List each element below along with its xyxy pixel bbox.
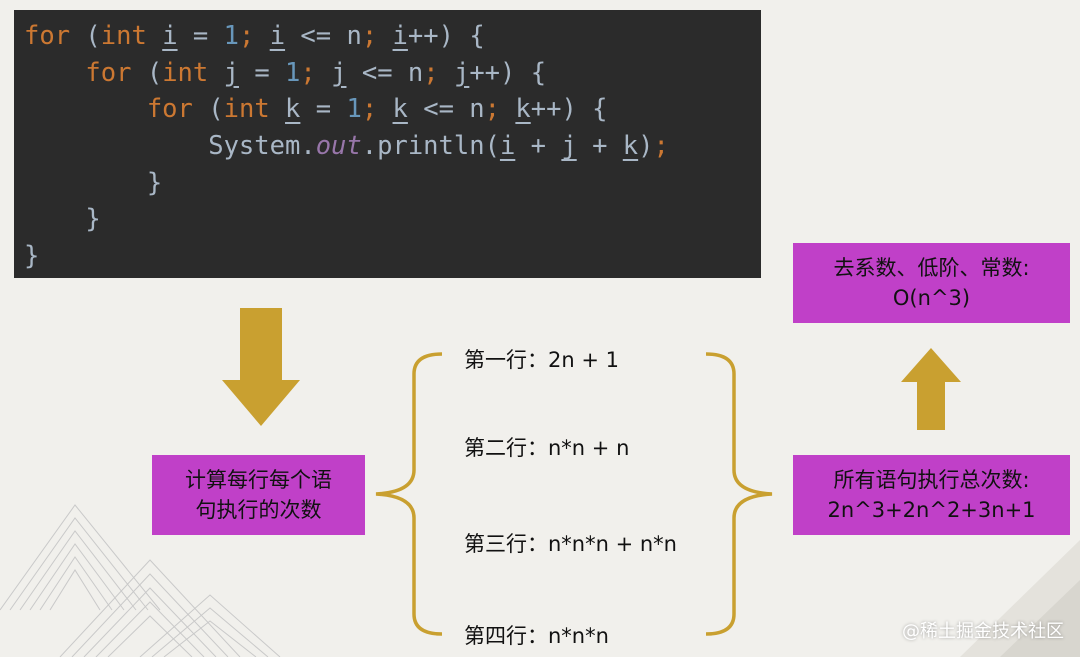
code-token: k xyxy=(392,94,408,125)
code-token: for xyxy=(24,21,71,51)
code-token xyxy=(24,94,147,124)
step-2-formula: n*n + n xyxy=(548,436,630,460)
code-token xyxy=(24,58,85,88)
total-count-title: 所有语句执行总次数: xyxy=(833,468,1030,492)
code-token: int xyxy=(162,57,209,88)
code-token: + xyxy=(515,131,562,162)
step-1-label: 第一行： xyxy=(464,348,548,372)
code-token: ; xyxy=(361,21,393,51)
big-o-result-box: 去系数、低阶、常数: O(n^3) xyxy=(793,243,1070,323)
step-line-1: 第一行：2n + 1 xyxy=(464,344,619,374)
big-o-result-title: 去系数、低阶、常数: xyxy=(833,256,1030,280)
code-token: k xyxy=(515,94,531,125)
code-token: out xyxy=(315,131,362,162)
step-4-formula: n*n*n xyxy=(548,624,609,648)
code-token xyxy=(208,58,223,88)
code-token: int xyxy=(223,94,270,125)
step-4-label: 第四行： xyxy=(464,624,548,648)
watermark: @稀土掘金技术社区 xyxy=(902,621,1064,642)
code-line: } xyxy=(24,165,761,202)
code-block: for (int i = 1; i <= n; i++) { for (int … xyxy=(14,10,761,278)
left-brace xyxy=(375,352,443,636)
code-line: for (int i = 1; i <= n; i++) { xyxy=(24,18,761,55)
code-token: = xyxy=(177,21,224,51)
code-token: ; xyxy=(653,131,669,162)
code-token: System. xyxy=(24,131,316,162)
code-token: i xyxy=(499,131,516,162)
code-token: 1 xyxy=(285,57,301,88)
code-token: k xyxy=(622,131,639,162)
code-line: } xyxy=(24,201,761,238)
code-token: ; xyxy=(361,94,393,125)
code-token: ; xyxy=(423,57,454,88)
down-arrow-icon xyxy=(222,308,300,426)
total-count-box: 所有语句执行总次数: 2n^3+2n^2+3n+1 xyxy=(793,455,1070,535)
code-token: ( xyxy=(131,57,163,88)
code-token: <= n xyxy=(407,94,485,125)
code-token: ( xyxy=(70,21,101,51)
calc-per-line-text-1: 计算每行每个语 xyxy=(185,468,332,492)
code-token: i xyxy=(269,21,286,51)
code-token: = xyxy=(300,94,347,125)
code-token: ( xyxy=(192,94,224,125)
step-3-label: 第三行： xyxy=(464,532,548,556)
code-token: } xyxy=(24,204,101,235)
code-line: System.out.println(i + j + k); xyxy=(24,128,761,165)
step-line-3: 第三行：n*n*n + n*n xyxy=(464,528,677,558)
code-token: j xyxy=(453,57,470,88)
code-token: } xyxy=(24,167,163,198)
code-token: <= n xyxy=(346,57,424,88)
step-line-2: 第二行：n*n + n xyxy=(464,432,629,462)
code-token xyxy=(270,94,285,124)
code-token: ++) { xyxy=(469,57,547,88)
code-token: } xyxy=(24,241,40,272)
code-line: for (int j = 1; j <= n; j++) { xyxy=(24,55,761,92)
code-token: 1 xyxy=(346,94,362,125)
code-line: for (int k = 1; k <= n; k++) { xyxy=(24,91,761,128)
code-token: <= n xyxy=(285,21,362,51)
calc-per-line-box: 计算每行每个语 句执行的次数 xyxy=(152,455,365,535)
code-token: i xyxy=(162,21,178,51)
step-2-label: 第二行： xyxy=(464,436,548,460)
code-token: k xyxy=(285,94,301,125)
total-count-formula: 2n^3+2n^2+3n+1 xyxy=(827,498,1036,522)
big-o-result-value: O(n^3) xyxy=(892,286,971,310)
calc-per-line-text-2: 句执行的次数 xyxy=(195,498,322,522)
code-token: j xyxy=(561,131,577,162)
up-arrow-icon xyxy=(901,348,961,430)
code-token: + xyxy=(576,131,623,162)
code-token: j xyxy=(223,57,239,88)
code-token: ) xyxy=(638,131,654,162)
code-token: .println( xyxy=(361,131,500,162)
code-token: 1 xyxy=(223,21,239,51)
code-token: i xyxy=(392,21,408,51)
right-brace xyxy=(705,352,773,636)
code-token: for xyxy=(146,94,193,125)
code-token: = xyxy=(238,57,286,88)
code-token xyxy=(147,21,162,51)
code-line: } xyxy=(24,238,761,275)
code-token: int xyxy=(100,21,147,51)
code-token: ++) { xyxy=(407,21,485,51)
code-token: for xyxy=(85,57,132,88)
step-3-formula: n*n*n + n*n xyxy=(548,532,677,556)
code-token: ; xyxy=(238,21,270,51)
code-token: ; xyxy=(300,57,332,88)
code-token: j xyxy=(331,57,347,88)
code-token: ++) { xyxy=(530,94,608,125)
step-line-4: 第四行：n*n*n xyxy=(464,620,609,650)
code-token: ; xyxy=(484,94,516,125)
step-1-formula: 2n + 1 xyxy=(548,348,619,372)
